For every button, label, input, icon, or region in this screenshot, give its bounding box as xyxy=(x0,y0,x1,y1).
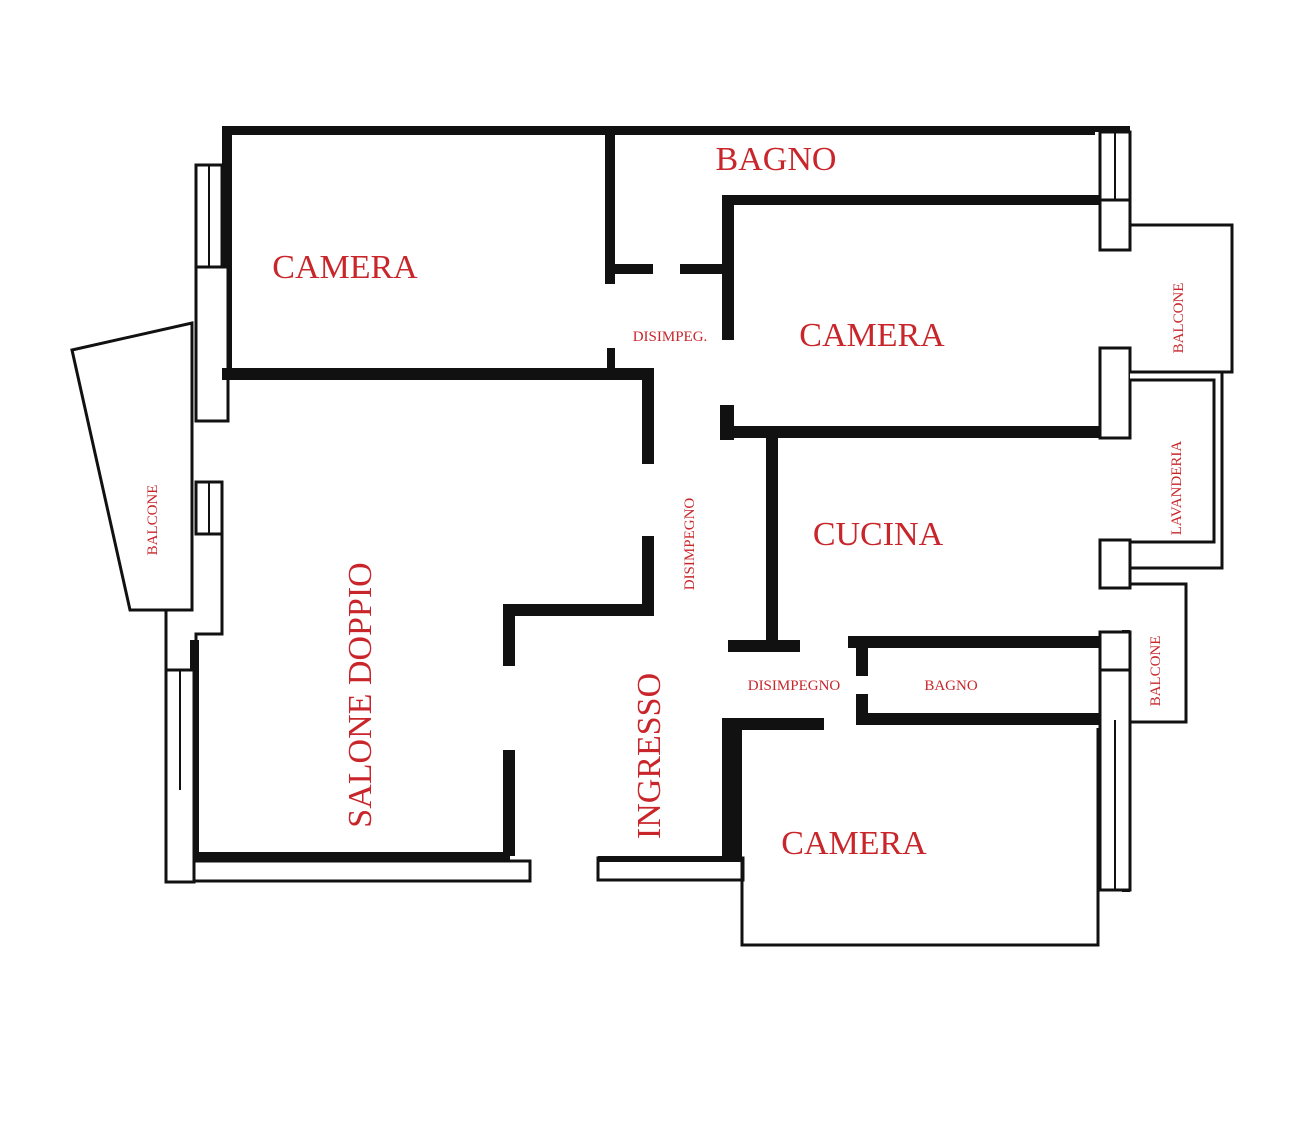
interior-walls xyxy=(222,126,1100,862)
wall-salone-right-lower xyxy=(642,536,654,612)
label-camera-top-left: CAMERA xyxy=(272,249,418,286)
wall-salone-ingresso-top xyxy=(503,604,654,616)
wall-bottom-strip-left xyxy=(190,859,532,883)
wall-salone-bottom xyxy=(190,852,510,861)
wall-bagno-lower-left xyxy=(856,636,868,676)
wall-disimpeg-stub-left xyxy=(605,264,653,274)
wall-bagno-bottom xyxy=(722,195,1100,205)
label-balcone-left: BALCONE xyxy=(145,485,161,556)
label-balcone-right-bottom: BALCONE xyxy=(1148,636,1164,707)
room-labels: CAMERA BAGNO CAMERA DISIMPEG. BALCONE LA… xyxy=(145,141,1187,862)
wall-camera-middle-left-top xyxy=(722,195,734,340)
wall-bagno-lower-top xyxy=(848,636,1100,648)
wall-camera-bottom-left xyxy=(722,718,742,862)
lavanderia-shape xyxy=(1128,370,1224,570)
wall-camera-bagno xyxy=(605,126,615,284)
wall-top-right-cap xyxy=(1095,126,1130,132)
wall-disimpeg-stub-right xyxy=(680,264,722,274)
wall-bagno-lower-bottom xyxy=(856,713,1100,725)
label-bagno-top: BAGNO xyxy=(716,141,837,178)
window-right-pillar-1 xyxy=(1098,198,1132,252)
label-salone-doppio: SALONE DOPPIO xyxy=(342,562,379,827)
wall-salone-right-upper xyxy=(642,368,654,464)
label-ingresso: INGRESSO xyxy=(631,673,668,839)
wall-bagno-lower-left-2 xyxy=(856,694,868,718)
wall-camera-left xyxy=(222,126,232,376)
label-disimpegno-vertical: DISIMPEGNO xyxy=(682,498,698,591)
wall-disimpeg-post xyxy=(607,348,615,368)
label-camera-bottom: CAMERA xyxy=(781,825,927,862)
label-cucina: CUCINA xyxy=(813,516,944,553)
label-disimpegno-lower: DISIMPEGNO xyxy=(748,678,841,694)
balcone-left-step xyxy=(164,534,224,672)
wall-disimpegno-lower-left xyxy=(722,718,824,730)
balcone-left-shape xyxy=(70,321,194,612)
wall-cucina-left xyxy=(766,426,778,648)
balconies xyxy=(70,223,1234,724)
balcone-right-bottom xyxy=(1130,582,1188,724)
wall-ingresso-bottom xyxy=(598,856,723,862)
wall-top xyxy=(222,126,1095,135)
label-disimpeg-top: DISIMPEG. xyxy=(633,329,708,345)
label-balcone-right-top: BALCONE xyxy=(1171,283,1187,354)
window-right-pillar-3 xyxy=(1098,538,1132,590)
wall-cucina-bottom-left xyxy=(728,640,800,652)
label-camera-middle: CAMERA xyxy=(799,317,945,354)
window-left-mid xyxy=(194,265,230,423)
wall-camera-cucina xyxy=(720,426,1100,438)
label-bagno-lower: BAGNO xyxy=(924,678,978,694)
wall-salone-ingresso-divider-1 xyxy=(503,604,515,666)
wall-camera-salone xyxy=(222,368,654,380)
window-right-pillar-4 xyxy=(1098,630,1132,672)
wall-salone-ingresso-divider-2 xyxy=(503,750,515,856)
wall-camera-bottom-outline xyxy=(740,728,1100,947)
window-right-pillar-2 xyxy=(1098,346,1132,440)
label-lavanderia: LAVANDERIA xyxy=(1169,441,1185,536)
